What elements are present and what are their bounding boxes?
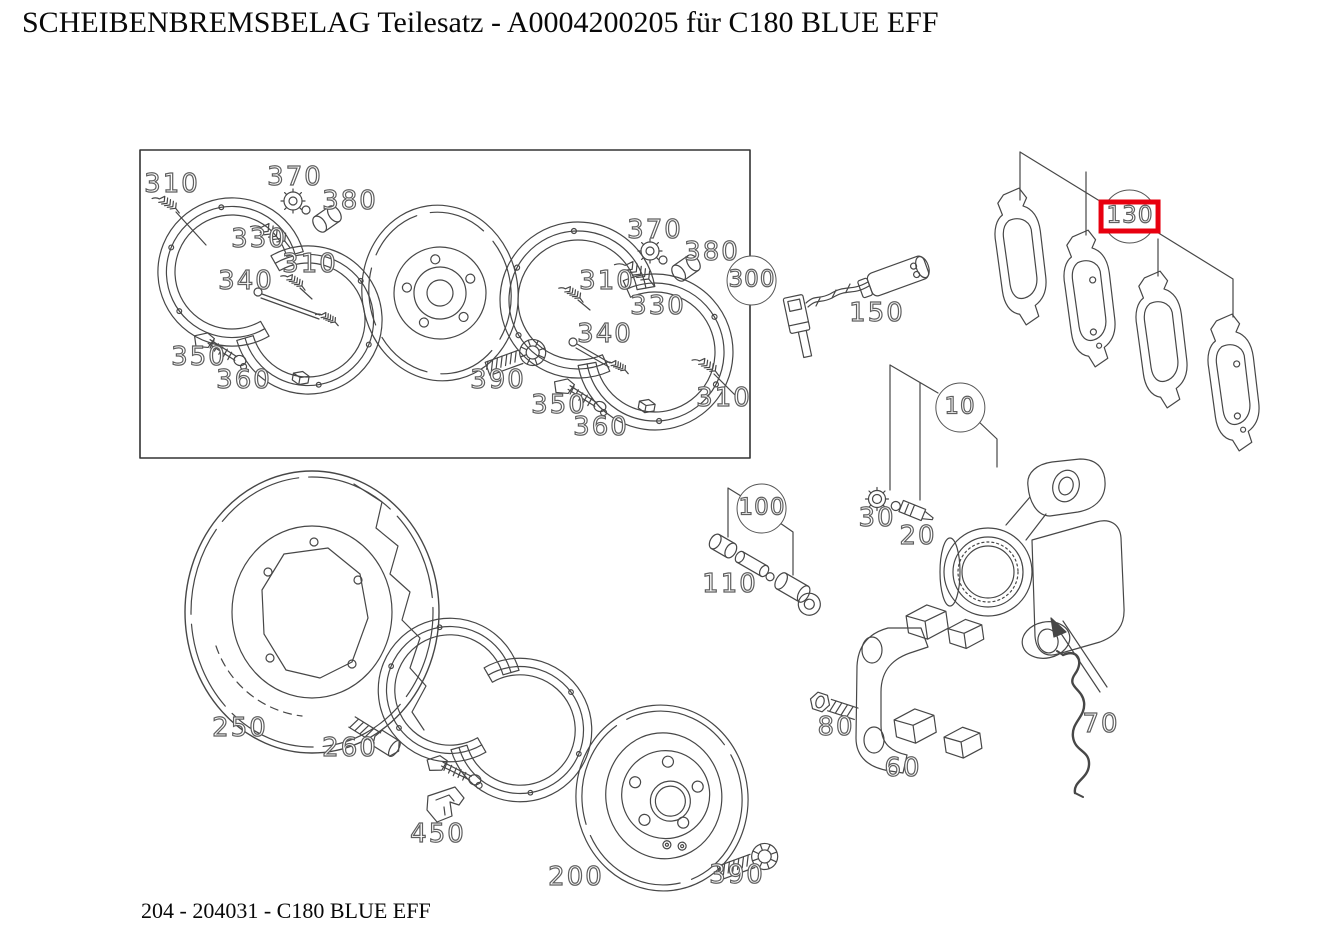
part-label-80[interactable]: 80 — [817, 712, 855, 742]
cover-plate-drawing — [185, 471, 439, 759]
part-label-260[interactable]: 260 — [322, 733, 378, 763]
part-number-text: 380 — [684, 237, 740, 267]
part-number-text: 330 — [630, 291, 686, 321]
part-label-360[interactable]: 360 — [216, 365, 272, 395]
part-label-380[interactable]: 380 — [684, 237, 740, 267]
guide-pin-parts-drawing — [707, 488, 826, 619]
brake-disc-small-drawing — [351, 195, 530, 391]
part-number-text: 390 — [470, 365, 526, 395]
caliper-drawing — [866, 365, 1125, 692]
part-label-360[interactable]: 360 — [573, 412, 629, 442]
part-label-370[interactable]: 370 — [627, 215, 683, 245]
part-label-350[interactable]: 350 — [531, 390, 587, 420]
part-label-310[interactable]: 310 — [579, 266, 635, 296]
part-number-text: 130 — [1106, 202, 1154, 229]
part-label-380[interactable]: 380 — [322, 186, 378, 216]
part-number-text: 350 — [171, 342, 227, 372]
parking-brake-kit-right — [471, 193, 762, 459]
part-number-text: 310 — [144, 169, 200, 199]
carrier-bracket-drawing — [808, 601, 1089, 797]
part-label-100[interactable]: 100 — [737, 483, 787, 533]
part-number-text: 370 — [267, 162, 323, 192]
shoe-set-bottom-drawing — [356, 596, 614, 824]
part-label-30[interactable]: 30 — [858, 503, 896, 533]
part-number-text: 310 — [579, 266, 635, 296]
part-number-text: 310 — [696, 383, 752, 413]
part-number-text: 80 — [817, 712, 855, 742]
highlight-box — [1099, 199, 1161, 233]
part-label-330[interactable]: 330 — [231, 224, 287, 254]
brake-pads-drawing — [991, 152, 1262, 453]
part-number-text: 200 — [548, 862, 604, 892]
part-label-390[interactable]: 390 — [470, 365, 526, 395]
part-label-20[interactable]: 20 — [899, 521, 937, 551]
spring-clip-drawing — [1063, 653, 1089, 793]
parking-brake-kit-left — [134, 174, 406, 418]
part-number-text: 350 — [531, 390, 587, 420]
part-label-250[interactable]: 250 — [212, 713, 268, 743]
part-label-130[interactable]: 130 — [1099, 189, 1161, 243]
part-label-310[interactable]: 310 — [696, 383, 752, 413]
part-label-200[interactable]: 200 — [548, 862, 604, 892]
part-number-text: 360 — [216, 365, 272, 395]
callout-circle — [727, 255, 777, 305]
brake-disc-drawing — [567, 697, 782, 900]
part-number-text: 450 — [410, 819, 466, 849]
part-label-60[interactable]: 60 — [884, 753, 922, 783]
part-number-text: 390 — [709, 860, 765, 890]
part-label-340[interactable]: 340 — [577, 319, 633, 349]
part-label-450[interactable]: 450 — [410, 819, 466, 849]
part-number-text: 10 — [944, 393, 976, 420]
part-label-110[interactable]: 110 — [702, 569, 758, 599]
part-number-text: 310 — [282, 249, 338, 279]
footer-caption: 204 - 204031 - C180 BLUE EFF — [141, 898, 431, 923]
part-number-text: 370 — [627, 215, 683, 245]
part-number-text: 260 — [322, 733, 378, 763]
part-number-text: 150 — [849, 298, 905, 328]
part-label-340[interactable]: 340 — [218, 266, 274, 296]
part-label-390[interactable]: 390 — [709, 860, 765, 890]
part-number-text: 100 — [738, 494, 786, 521]
part-number-text: 30 — [858, 503, 896, 533]
part-number-text: 60 — [884, 753, 922, 783]
part-label-310[interactable]: 310 — [144, 169, 200, 199]
part-label-150[interactable]: 150 — [849, 298, 905, 328]
part-label-300[interactable]: 300 — [727, 255, 777, 305]
part-number-text: 70 — [1082, 709, 1120, 739]
page-title: SCHEIBENBREMSBELAG Teilesatz - A00042002… — [22, 6, 939, 39]
callout-circle — [737, 483, 787, 533]
part-label-310[interactable]: 310 — [282, 249, 338, 279]
part-number-text: 340 — [218, 266, 274, 296]
part-number-text: 20 — [899, 521, 937, 551]
part-number-text: 330 — [231, 224, 287, 254]
part-label-370[interactable]: 370 — [267, 162, 323, 192]
part-number-text: 340 — [577, 319, 633, 349]
part-number-text: 360 — [573, 412, 629, 442]
part-label-70[interactable]: 70 — [1082, 709, 1120, 739]
part-label-10[interactable]: 10 — [935, 382, 985, 432]
part-label-350[interactable]: 350 — [171, 342, 227, 372]
wear-sensor-drawing — [783, 254, 932, 359]
part-number-text: 250 — [212, 713, 268, 743]
callout-circle — [935, 382, 985, 432]
part-number-text: 110 — [702, 569, 758, 599]
part-label-330[interactable]: 330 — [630, 291, 686, 321]
part-number-text: 300 — [728, 266, 776, 293]
part-number-text: 380 — [322, 186, 378, 216]
